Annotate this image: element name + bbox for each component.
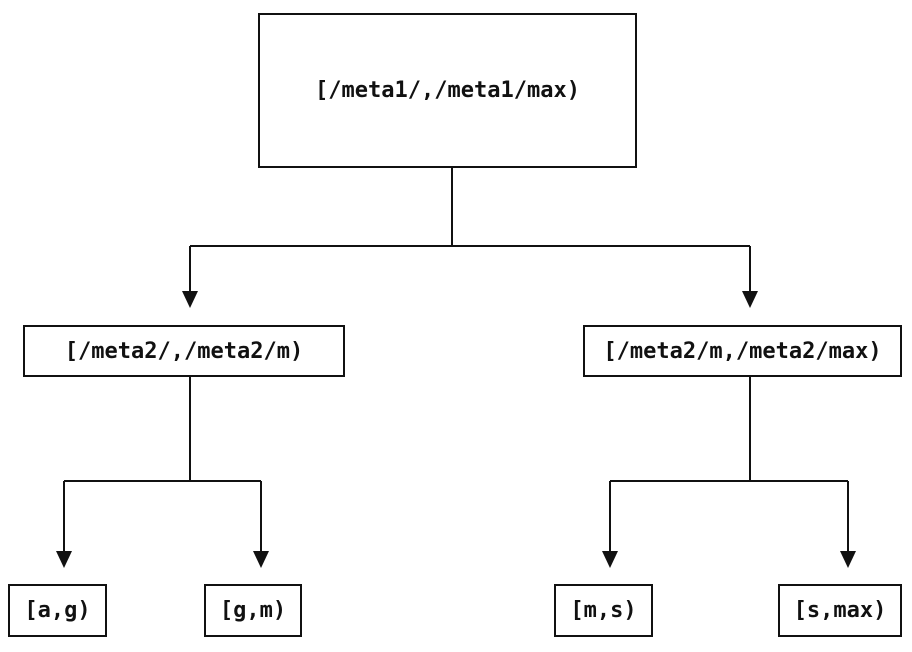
arrowhead-leaf-gm-icon [253, 551, 269, 568]
node-leaf-gm: [g,m) [204, 584, 302, 637]
node-leaf-ms-label: [m,s) [570, 598, 637, 623]
node-meta2-upper: [/meta2/m,/meta2/max) [583, 325, 902, 377]
node-leaf-ag-label: [a,g) [24, 598, 91, 623]
node-leaf-smax: [s,max) [778, 584, 902, 637]
node-leaf-ms: [m,s) [554, 584, 653, 637]
arrowhead-leaf-smax-icon [840, 551, 856, 568]
node-leaf-ag: [a,g) [8, 584, 107, 637]
arrowhead-root-left-icon [182, 291, 198, 308]
arrowhead-root-right-icon [742, 291, 758, 308]
arrowhead-leaf-ms-icon [602, 551, 618, 568]
node-root-label: [/meta1/,/meta1/max) [315, 78, 580, 103]
node-root: [/meta1/,/meta1/max) [258, 13, 637, 168]
node-leaf-gm-label: [g,m) [219, 598, 287, 623]
node-meta2-lower: [/meta2/,/meta2/m) [23, 325, 345, 377]
node-meta2-lower-label: [/meta2/,/meta2/m) [64, 338, 304, 364]
node-meta2-upper-label: [/meta2/m,/meta2/max) [603, 338, 882, 364]
node-leaf-smax-label: [s,max) [793, 598, 887, 623]
arrowhead-leaf-ag-icon [56, 551, 72, 568]
